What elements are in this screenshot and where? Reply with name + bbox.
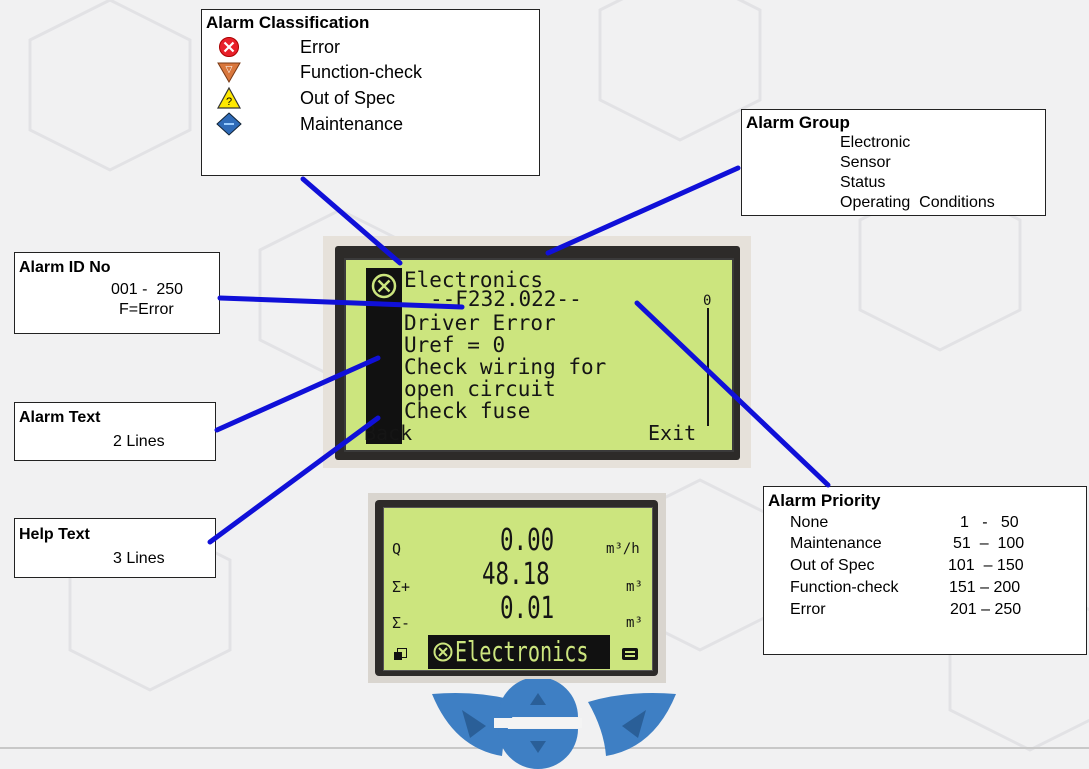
group-item-electronic: Electronic xyxy=(840,134,911,151)
classification-out-of-spec-row: ? Out of Spec xyxy=(206,85,539,111)
priority-label-function-check: Function-check xyxy=(790,579,899,596)
alarm-text-box: Alarm Text 2 Lines xyxy=(14,402,216,461)
priority-row: Out of Spec 101 – 150 xyxy=(790,556,1086,578)
alarm-display-screen: Electronics --F232.022-- Driver Error Ur… xyxy=(344,258,734,452)
right-nav-button[interactable] xyxy=(583,690,678,760)
alarm-priority-title: Alarm Priority xyxy=(768,491,881,510)
classification-error-label: Error xyxy=(300,37,340,57)
status-text: Electronics xyxy=(455,635,589,668)
out-of-spec-icon: ? xyxy=(216,86,242,109)
alarm-display-help-1: Check wiring for xyxy=(404,355,607,379)
display-mode-icon[interactable] xyxy=(394,648,407,660)
measurement-label-sum-plus: Σ+ xyxy=(392,578,411,596)
alarm-group-title: Alarm Group xyxy=(746,113,850,132)
alarm-text-lines: 2 Lines xyxy=(113,433,165,450)
priority-range-none: 1 - 50 xyxy=(960,514,1019,531)
menu-icon[interactable] xyxy=(622,648,638,660)
priority-range-error: 201 – 250 xyxy=(950,601,1022,618)
alarm-display-group: Electronics xyxy=(404,268,544,292)
alarm-display-help-3: Check fuse xyxy=(404,399,531,423)
help-text-lines: 3 Lines xyxy=(113,550,165,567)
classification-maintenance-row: Maintenance xyxy=(206,111,539,137)
group-item-status: Status xyxy=(840,174,886,191)
measurement-unit-sum-plus: m³ xyxy=(626,579,643,595)
measurement-unit-q: m³/h xyxy=(606,541,640,557)
status-bar[interactable] xyxy=(428,635,610,669)
alarm-display-help-2: open circuit xyxy=(404,377,556,401)
alarm-classification-title: Alarm Classification xyxy=(206,13,370,32)
alarm-id-box: Alarm ID No 001 - 250 F=Error xyxy=(14,252,220,334)
error-icon xyxy=(219,37,239,57)
alarm-priority-box: Alarm Priority None 1 - 50 Maintenance 51 … xyxy=(763,486,1087,655)
alarm-display-text-2: Uref = 0 xyxy=(404,333,506,357)
alarm-display-text-1: Driver Error xyxy=(404,311,556,335)
classification-out-of-spec-label: Out of Spec xyxy=(300,88,396,108)
measurement-value-sum-minus: 0.01 xyxy=(500,591,555,626)
priority-range-out-of-spec: 101 – 150 xyxy=(948,557,1024,574)
classification-function-check-label: Function-check xyxy=(300,62,423,82)
up-down-nav-button[interactable] xyxy=(494,679,582,769)
classification-error-row: Error xyxy=(206,35,539,59)
priority-row: Function-check 151 – 200 xyxy=(790,578,1086,600)
measurement-unit-sum-minus: m³ xyxy=(626,615,643,631)
measurement-label-sum-minus: Σ- xyxy=(392,614,411,632)
group-item-operating-conditions: Operating Conditions xyxy=(840,194,995,211)
priority-range-function-check: 151 – 200 xyxy=(949,579,1021,596)
alarm-group-box: Alarm Group Electronic Sensor Status Ope… xyxy=(741,109,1046,216)
alarm-id-title: Alarm ID No xyxy=(19,259,111,276)
priority-range-maintenance: 51 – 100 xyxy=(953,535,1025,552)
alarm-id-note: F=Error xyxy=(119,301,174,318)
priority-row: Maintenance 51 – 100 xyxy=(790,534,1086,556)
help-text-title: Help Text xyxy=(19,526,90,543)
alarm-id-range: 001 - 250 xyxy=(111,281,184,298)
alarm-display-id: --F232.022-- xyxy=(430,287,582,311)
priority-label-none: None xyxy=(790,514,829,531)
alarm-display-back-button[interactable]: Back xyxy=(364,421,413,445)
status-error-icon xyxy=(433,642,453,662)
measurement-label-q: Q xyxy=(392,540,402,558)
function-check-icon: ▽ xyxy=(217,62,241,83)
group-item-sensor: Sensor xyxy=(840,154,891,171)
maintenance-icon xyxy=(216,112,242,136)
measurement-value-q: 0.00 xyxy=(500,523,555,558)
alarm-display-exit-button[interactable]: Exit xyxy=(648,421,697,445)
alarm-display-error-icon xyxy=(371,273,397,299)
alarm-text-title: Alarm Text xyxy=(19,409,101,426)
priority-row: Error 201 – 250 xyxy=(790,600,1086,622)
measurement-value-sum-plus: 48.18 xyxy=(482,557,550,592)
classification-maintenance-label: Maintenance xyxy=(300,114,404,134)
svg-text:?: ? xyxy=(226,96,232,108)
priority-label-maintenance: Maintenance xyxy=(790,535,882,552)
priority-label-error: Error xyxy=(790,601,826,618)
alarm-classification-box: Alarm Classification Error ▽ Function-ch… xyxy=(201,9,540,176)
classification-function-check-row: ▽ Function-check xyxy=(206,59,539,85)
svg-text:▽: ▽ xyxy=(226,64,233,74)
help-text-box: Help Text 3 Lines xyxy=(14,518,216,578)
alarm-display-scrollbar[interactable] xyxy=(707,308,709,426)
left-nav-button[interactable] xyxy=(430,690,525,760)
priority-label-out-of-spec: Out of Spec xyxy=(790,557,875,574)
priority-row: None 1 - 50 xyxy=(790,513,1086,534)
measurement-display-screen: Q 0.00 m³/h Σ+ 48.18 m³ Σ- 0.01 m³ Elect… xyxy=(383,507,653,671)
